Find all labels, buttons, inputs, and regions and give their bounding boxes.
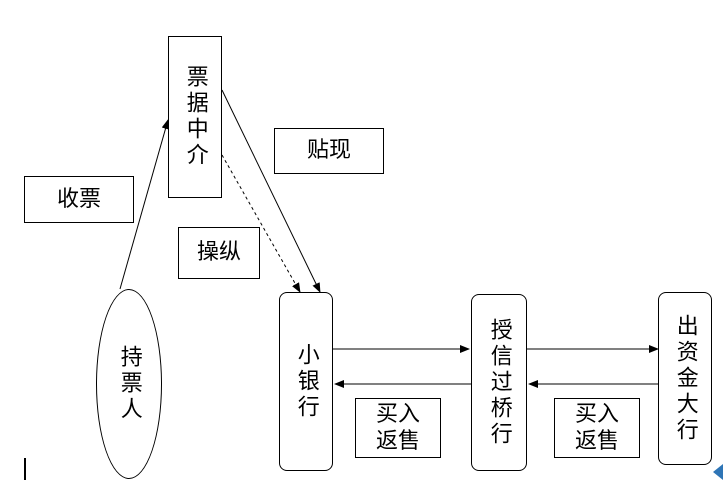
node-small-bank: 小银行 (279, 292, 333, 471)
arrow-intermediary-to-small-bank-dashed (221, 154, 301, 293)
label-discount: 贴现 (274, 128, 384, 174)
label-repo-2: 买入 返售 (554, 398, 640, 458)
arrow-holder-to-intermediary (119, 119, 170, 290)
node-holder: 持票人 (96, 289, 162, 479)
node-big-bank: 出资金大行 (658, 292, 712, 465)
label-manipulate: 操纵 (178, 227, 260, 279)
label-discount-text: 贴现 (306, 138, 351, 164)
label-manipulate-text: 操纵 (196, 240, 241, 266)
node-bridge-bank-label: 授信过桥行 (486, 317, 512, 448)
text-cursor (24, 458, 26, 480)
node-intermediary-label: 票据中介 (182, 65, 208, 169)
node-intermediary: 票据中介 (168, 36, 222, 198)
arrow-intermediary-to-small-bank (221, 89, 321, 293)
node-bridge-bank: 授信过桥行 (471, 294, 527, 471)
collapse-triangle-icon[interactable] (713, 464, 723, 480)
node-small-bank-label: 小银行 (293, 342, 319, 421)
label-collect-bill-text: 收票 (56, 186, 101, 212)
label-repo-1-line2: 返售 (375, 429, 420, 454)
label-repo-2-line1: 买入 (574, 401, 619, 427)
label-collect-bill: 收票 (24, 176, 134, 223)
label-repo-2-line2: 返售 (574, 429, 619, 454)
node-holder-label: 持票人 (116, 345, 142, 423)
node-big-bank-label: 出资金大行 (672, 313, 698, 444)
label-repo-1: 买入 返售 (355, 398, 441, 458)
label-repo-1-line1: 买入 (375, 401, 420, 427)
